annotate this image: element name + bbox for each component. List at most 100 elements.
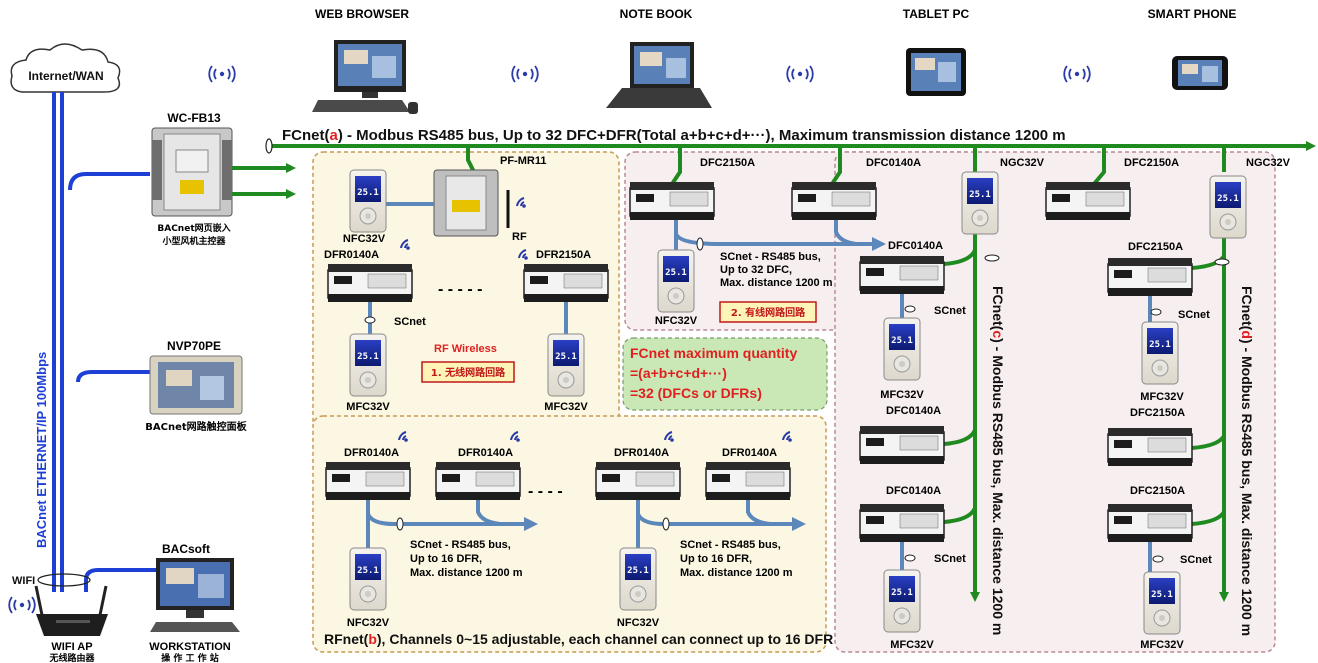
nvp70pe-name: NVP70PE — [167, 339, 221, 353]
rf-label: RF — [512, 231, 527, 243]
dashes-bottom: - - - - — [528, 483, 563, 500]
scnet-rf-l2: Up to 16 DFR, — [410, 553, 482, 565]
smart-phone-label: SMART PHONE — [1148, 7, 1237, 21]
signal-icon — [208, 65, 236, 83]
dfc0140a-label: DFC0140A — [866, 157, 921, 169]
fcnet-c-bus — [943, 230, 980, 602]
fcnet-a-label: FCnet(a) - Modbus RS485 bus, Up to 32 DF… — [282, 127, 1066, 144]
scnet-rf-l2: Up to 16 DFR, — [680, 553, 752, 565]
note-book-label: NOTE BOOK — [620, 7, 693, 21]
workstation-name: WORKSTATION — [149, 641, 231, 653]
fcnet-quantity-l2: =(a+b+c+d+···) — [630, 365, 727, 381]
fcnet-quantity-note — [622, 337, 828, 411]
dfr0140a-module — [327, 263, 413, 303]
nfc32v-label: NFC32V — [343, 233, 386, 245]
mfc32v-thermostat — [1143, 571, 1181, 635]
wifi-ap-name: WIFI AP — [51, 641, 92, 653]
dfc2150a-module — [1045, 181, 1131, 221]
workstation-cn: 操 作 工 作 站 — [161, 652, 219, 663]
ethernet-label: BACnet ETHERNET/IP 100Mbps — [34, 352, 49, 548]
dfc0140a-module — [859, 425, 945, 465]
pf-mr11-receiver: PF-MR11 RF — [433, 155, 546, 243]
smart-phone-device — [1172, 56, 1228, 90]
scnet-label: SCnet — [934, 553, 966, 565]
dfr0140a-module — [435, 461, 521, 501]
mfc32v-label: MFC32V — [1140, 639, 1184, 651]
dfr2150a-module — [523, 263, 609, 303]
dfr0140a-module — [705, 461, 791, 501]
nfc32v-label: NFC32V — [617, 617, 660, 629]
cloud-label: Internet/WAN — [28, 69, 103, 83]
dfc0140a-module — [791, 181, 877, 221]
workstation: BACsoft WORKSTATION 操 作 工 作 站 — [149, 542, 240, 663]
scnet-wired-l2: Up to 32 DFC, — [720, 264, 792, 276]
nfc32v-thermostat — [619, 547, 657, 611]
mfc32v-thermostat — [883, 569, 921, 633]
wifi-ap-cn: 无线路由器 — [48, 652, 95, 663]
dfr0140a-label: DFR0140A — [344, 447, 399, 459]
dfc2150a-module — [629, 181, 715, 221]
wcfb13-cn1: BACnet网页嵌入 — [157, 222, 230, 234]
scnet-wired-l1: SCnet - RS485 bus, — [720, 251, 821, 263]
ethernet-lines — [52, 92, 156, 592]
dfc0140a-label: DFC0140A — [886, 405, 941, 417]
fcnet-a-bus — [268, 141, 1316, 186]
dfc2150a-module — [1107, 257, 1193, 297]
workstation-brand: BACsoft — [162, 542, 210, 556]
note-book-device — [606, 42, 712, 108]
nvp70pe-cn: BACnet网路触控面板 — [145, 420, 247, 433]
fcnet-quantity-l1: FCnet maximum quantity — [630, 345, 797, 361]
mfc32v-thermostat — [349, 333, 387, 397]
scnet-wired-l3: Max. distance 1200 m — [720, 277, 833, 289]
scnet-rf-l1: SCnet - RS485 bus, — [680, 539, 781, 551]
signal-icon — [1063, 65, 1091, 83]
signal-icon — [786, 65, 814, 83]
web-browser-label: WEB BROWSER — [315, 7, 409, 21]
rf-wireless-label: RF Wireless — [434, 343, 497, 355]
dfc2150a-label: DFC2150A — [700, 157, 755, 169]
dfr0140a-label: DFR0140A — [722, 447, 777, 459]
fcnet-quantity-l3: =32 (DFCs or DFRs) — [630, 385, 762, 401]
internet-cloud: Internet/WAN — [10, 43, 121, 93]
scnet-label: SCnet — [1180, 554, 1212, 566]
scnet-rf-l3: Max. distance 1200 m — [680, 567, 793, 579]
mfc32v-label: MFC32V — [1140, 391, 1184, 403]
ngc32v-thermostat — [1209, 175, 1247, 239]
loop1-label: 1. 无线网路回路 — [431, 366, 506, 379]
dfr0140a-label: DFR0140A — [614, 447, 669, 459]
wcfb13-name: WC-FB13 — [167, 111, 221, 125]
scnet-rf-l1: SCnet - RS485 bus, — [410, 539, 511, 551]
ngc32v-thermostat — [961, 171, 999, 235]
dfc0140a-label: DFC0140A — [886, 485, 941, 497]
fcnet-c-label: FCnet(c) - Modbus RS485 bus, Max. distan… — [990, 286, 1006, 635]
mfc32v-thermostat — [883, 317, 921, 381]
wifi-ap-router: WIFI AP 无线路由器 — [8, 585, 108, 663]
mfc32v-label: MFC32V — [880, 389, 924, 401]
wcfb13-cn2: 小型风机主控器 — [161, 235, 226, 247]
scnet-rf-l3: Max. distance 1200 m — [410, 567, 523, 579]
nfc32v-label: NFC32V — [347, 617, 390, 629]
loop2-label: 2. 有线网路回路 — [731, 306, 806, 319]
dfc2150a-label: DFC2150A — [1124, 157, 1179, 169]
dfc2150a-label: DFC2150A — [1130, 407, 1185, 419]
dashes-top: - - - - - — [438, 281, 482, 298]
mfc32v-label: MFC32V — [544, 401, 588, 413]
tablet-pc-device — [906, 48, 966, 96]
dfr0140a-label: DFR0140A — [324, 249, 379, 261]
dfr2150a-label: DFR2150A — [536, 249, 591, 261]
scnet-label: SCnet — [934, 305, 966, 317]
wifi-label: WIFI — [12, 575, 35, 587]
dfr0140a-module — [595, 461, 681, 501]
fcnet-d-label: FCnet(d) - Modbus RS485 bus, Max. distan… — [1239, 286, 1255, 636]
web-browser-device — [312, 40, 418, 114]
dfc2150a-label: DFC2150A — [1128, 241, 1183, 253]
nfc32v-thermostat — [657, 249, 695, 313]
ngc32v-label: NGC32V — [1000, 157, 1045, 169]
dfc0140a-label: DFC0140A — [888, 240, 943, 252]
scnet-label: SCnet — [1178, 309, 1210, 321]
dfc0140a-module — [859, 503, 945, 543]
mfc32v-thermostat — [547, 333, 585, 397]
wc-fb13-controller: WC-FB13 BACnet网页嵌入 小型风机主控器 — [151, 111, 233, 247]
scnet-label: SCnet — [394, 316, 426, 328]
